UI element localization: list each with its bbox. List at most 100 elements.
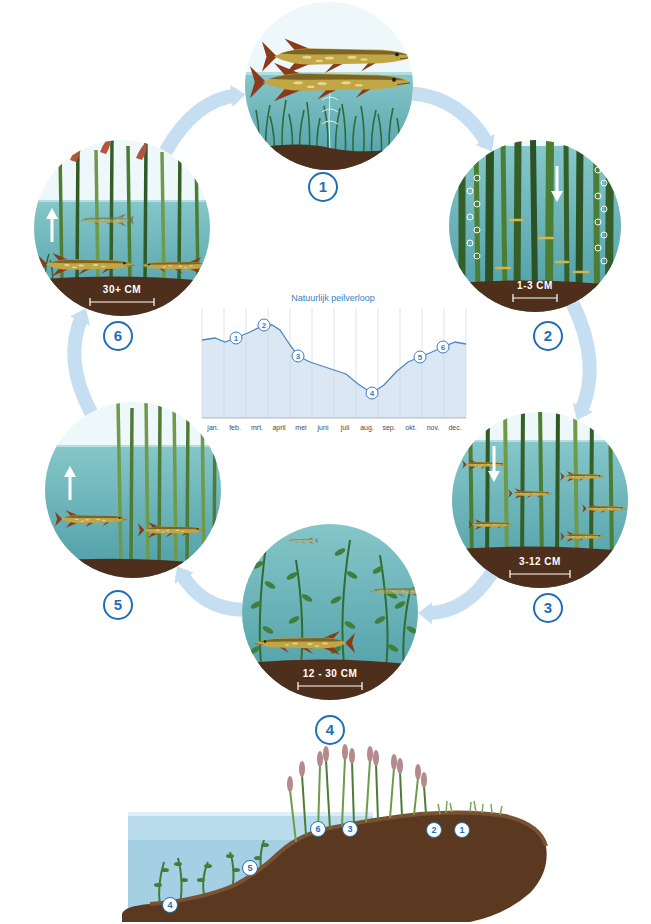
month-label: jan. <box>207 423 218 432</box>
month-label: aug. <box>360 423 374 432</box>
scene-juvenile-part-part <box>262 625 275 635</box>
water-level-chart-part-part <box>400 308 401 418</box>
scene-eggs-part-part <box>474 253 480 259</box>
shore-cross-section-part <box>287 744 427 792</box>
scene-juvenile-part-part <box>372 565 385 575</box>
shore-cross-section-part-part <box>232 868 240 872</box>
water-level-chart-part-part <box>246 308 247 418</box>
size-label: 12 - 30 CM <box>303 668 357 680</box>
shore-cross-section-part-part <box>414 778 418 815</box>
scene-fry-part-part <box>610 405 612 566</box>
scene-eggs-part-part <box>467 188 473 194</box>
cycle-arrow <box>573 303 593 420</box>
scene-eggs-part-part <box>601 258 607 264</box>
shore-cross-section-part-part <box>317 751 323 767</box>
cycle-arrow <box>70 308 91 412</box>
shore-cross-section-part <box>438 801 502 815</box>
scene-eggs-part-part <box>474 175 480 181</box>
callout-number: 3 <box>292 350 305 363</box>
shore-cross-section-part-part <box>323 746 329 762</box>
scene-fry-part <box>560 471 603 481</box>
scene-adult-part <box>26 276 218 322</box>
scene-juvenile-part-part <box>264 580 277 590</box>
scene-fry-part-part <box>557 405 558 566</box>
shore-cross-section-part-part <box>254 856 262 860</box>
scene-juvenile-part <box>298 682 362 690</box>
cycle-arc <box>413 94 488 145</box>
shore-cross-section-part-part <box>397 758 403 774</box>
shore-cross-section-part-part <box>226 854 234 858</box>
shore-cross-section-part <box>150 812 546 904</box>
scene-autumn-rise-part-part <box>174 398 176 568</box>
callout-number: 5 <box>103 590 133 620</box>
scene-fry-part-part <box>487 405 488 566</box>
scene-spawning-adults-part <box>322 90 338 150</box>
scene-juvenile-part-part <box>286 571 299 581</box>
scene-autumn-rise-part <box>64 466 76 477</box>
callout-number: 6 <box>103 321 133 351</box>
callout-number: 3 <box>533 593 563 623</box>
month-label: juni <box>318 423 329 432</box>
scene-fry-part <box>560 531 603 541</box>
size-label: 3-12 CM <box>519 556 561 568</box>
scene-fry-part-part <box>591 405 592 566</box>
scene-juvenile-part-part <box>406 625 419 635</box>
scene-eggs-part-part <box>474 201 480 207</box>
cycle-arrow <box>175 566 242 610</box>
scene-eggs-part-part <box>503 140 505 296</box>
scene-eggs-part-part <box>601 206 607 212</box>
arrow-head <box>475 134 494 152</box>
scene-juvenile-part-part <box>330 595 343 605</box>
shore-cross-section-part-part <box>299 761 305 777</box>
shore-cross-section-part-part <box>161 868 169 872</box>
scene-juvenile-part-part <box>249 645 262 655</box>
scene-spawning-adults <box>240 0 420 177</box>
shore-cross-section-part-part <box>290 790 296 842</box>
scene-adult <box>26 136 218 322</box>
scene-eggs-part-part <box>601 232 607 238</box>
shore-cross-section-part-part <box>261 843 269 847</box>
callout-number: 3 <box>342 821 358 837</box>
scene-juvenile-part-part <box>374 615 387 625</box>
water-level-chart-part-part <box>356 308 357 418</box>
scene-juvenile <box>234 520 430 706</box>
callout-number: 1 <box>308 172 338 202</box>
scene-adult-part <box>51 216 54 242</box>
scene-autumn-rise-part-part <box>159 404 160 568</box>
scene-juvenile-part <box>249 547 419 655</box>
shore-cross-section-part-part <box>154 883 162 887</box>
scene-fry-part-part <box>505 405 507 566</box>
scene-fry-part <box>582 503 625 513</box>
month-label: dec. <box>448 423 461 432</box>
scene-autumn-rise-part-part <box>118 400 121 568</box>
scene-fry-part <box>468 519 511 529</box>
scene-adult-part <box>70 136 147 162</box>
shore-cross-section-part-part <box>390 768 394 818</box>
scene-adult-part <box>30 136 216 322</box>
cycle-arrow <box>413 94 495 152</box>
stage-circle: 3-12 CM3 <box>452 412 628 588</box>
water-level-chart-part <box>202 308 466 418</box>
cycle-arc <box>426 573 492 613</box>
callout-number: 2 <box>533 321 563 351</box>
scene-juvenile-part <box>255 631 355 655</box>
stage-circle: 1-3 CM2 <box>449 140 621 312</box>
month-label: mei <box>295 423 306 432</box>
scene-spawning-adults-part <box>240 144 420 175</box>
water-level-chart-part-part <box>378 308 379 418</box>
cycle-arc <box>166 95 238 151</box>
shore-cross-section-part-part <box>174 862 182 866</box>
month-label: april <box>272 423 285 432</box>
scene-eggs-part <box>467 162 607 264</box>
water-level-chart-part-part <box>444 308 445 418</box>
water-level-chart-part-part <box>334 308 335 418</box>
scene-eggs-part-part <box>595 167 601 173</box>
shore-cross-section-part-part <box>367 746 373 762</box>
scene-eggs-part-part <box>489 140 490 296</box>
scene-juvenile-part-part <box>346 570 359 580</box>
scene-autumn-rise <box>36 398 230 585</box>
shore-cross-section-part-part <box>204 864 212 868</box>
scene-eggs-part-part <box>601 180 607 186</box>
scene-autumn-rise-part-part <box>187 406 188 568</box>
